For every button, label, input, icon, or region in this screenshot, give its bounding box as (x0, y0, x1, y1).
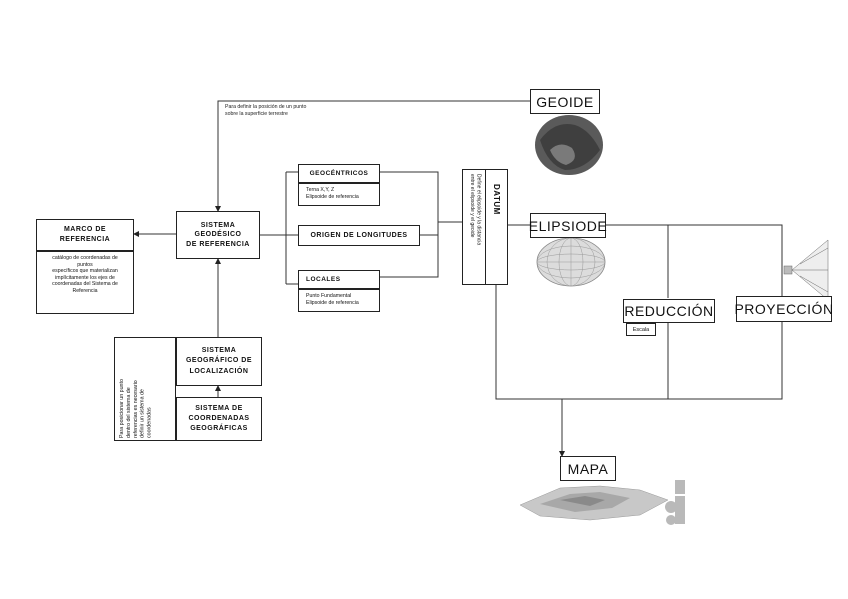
datum-note-box: Define el elipsoide y la distancia entre… (462, 169, 485, 285)
locales-sub1: Punto Fundamental (306, 293, 352, 299)
vertical-note-box: Para posicionar un punto dentro del sist… (114, 337, 176, 441)
geocentricos-box: GEOCÉNTRICOS (298, 164, 380, 183)
coordenadas-line1: SISTEMA DE (195, 404, 243, 412)
vertical-note-1: dentro del sistema de (125, 387, 132, 438)
datum-panel: Define el elipsoide y la distancia entre… (462, 169, 508, 285)
vertical-note: Para posicionar un punto dentro del sist… (119, 342, 153, 438)
marco-description: catálogo de coordenadas de puntos especí… (36, 251, 134, 314)
mapa-label: MAPA (567, 460, 609, 477)
terrain-map-image (519, 485, 669, 521)
escala-box: Escala (626, 323, 656, 336)
coordenadas-line3: GEOGRÁFICAS (190, 425, 248, 433)
locales-title: LOCALES (306, 276, 341, 283)
gs-logo-image (665, 480, 685, 525)
datum-note-line1: Define el elipsoide y la distancia (475, 174, 482, 246)
geoide-note-line1: Para definir la posición de un punto (225, 104, 307, 110)
geoide-label: GEOIDE (536, 93, 594, 110)
sistema-geodesico-line3: DE REFERENCIA (186, 240, 250, 248)
escala-label: Escala (632, 326, 650, 333)
geoide-note-line2: sobre la superficie terrestre (225, 110, 288, 117)
geoide-note: Para definir la posición de un punto sob… (225, 104, 385, 118)
proyeccion-box: PROYECCIÓN (734, 296, 834, 322)
sistema-geografico-box: SISTEMA GEOGRÁFICO DE LOCALIZACIÓN (176, 337, 262, 386)
marco-line1: MARCO DE (63, 226, 107, 234)
vertical-note-4: coordenadas (146, 407, 153, 438)
sistema-geografico-line3: LOCALIZACIÓN (189, 367, 249, 375)
reduccion-label: REDUCCIÓN (624, 303, 714, 319)
coordenadas-line2: COORDENADAS (188, 414, 250, 422)
elipsiode-box: ELIPSIODE (528, 213, 608, 238)
geocentricos-title: GEOCÉNTRICOS (309, 170, 369, 177)
geocentricos-details: Terna X,Y, Z Elipsoide de referencia (298, 183, 380, 206)
locales-details: Punto Fundamental Elipsoide de referenci… (298, 289, 380, 312)
locales-box: LOCALES (298, 270, 380, 289)
datum-title: DATUM (492, 184, 501, 215)
datum-note: Define el elipsoide y la distancia entre… (468, 174, 482, 245)
datum-note-line2: entre el elipsoide y el geoide (468, 174, 475, 238)
geoide-globe-image (535, 115, 603, 175)
marco-box: MARCO DE REFERENCIA (36, 219, 134, 251)
marco-desc-3: implícitamente los ejes de (55, 274, 115, 281)
elipsiode-label: ELIPSIODE (528, 217, 608, 234)
origen-box: ORIGEN DE LONGITUDES (298, 225, 420, 246)
reduccion-box: REDUCCIÓN (623, 299, 715, 323)
marco-desc-1: puntos (77, 261, 93, 268)
vertical-note-0: Para posicionar un punto (119, 379, 125, 438)
vertical-note-2: referencias es necesario (132, 380, 139, 438)
sistema-geografico-line2: GEOGRÁFICO DE (185, 357, 252, 365)
sistema-geodesico-line2: GEODÉSICO (194, 231, 242, 239)
projection-cone-image (783, 239, 829, 301)
marco-desc-0: catálogo de coordenadas de (52, 255, 118, 261)
geocentricos-sub1: Terna X,Y, Z (306, 187, 335, 193)
marco-line2: REFERENCIA (59, 236, 111, 243)
marco-desc-4: coordenadas del Sistema de (52, 281, 118, 287)
geoide-box: GEOIDE (530, 89, 600, 114)
ellipsoid-globe-image (536, 237, 606, 287)
coordenadas-box: SISTEMA DE COORDENADAS GEOGRÁFICAS (176, 397, 262, 441)
datum-box: DATUM (485, 169, 508, 285)
locales-sub2: Elipsoide de referencia (306, 299, 359, 306)
marco-desc-2: específicos que materializan (52, 268, 118, 274)
proyeccion-label: PROYECCIÓN (734, 301, 834, 317)
sistema-geodesico-line1: SISTEMA (200, 221, 236, 229)
marco-panel: MARCO DE REFERENCIA catálogo de coordena… (36, 219, 134, 314)
sistema-geografico-line1: SISTEMA (201, 347, 237, 355)
vertical-note-3: definir un sistema de (139, 389, 146, 438)
geocentricos-sub2: Elipsoide de referencia (306, 193, 359, 200)
origen-title: ORIGEN DE LONGITUDES (310, 232, 408, 239)
sistema-geodesico-box: SISTEMA GEODÉSICO DE REFERENCIA (176, 211, 260, 259)
mapa-box: MAPA (560, 456, 616, 481)
marco-desc-5: Referencia (72, 287, 98, 294)
